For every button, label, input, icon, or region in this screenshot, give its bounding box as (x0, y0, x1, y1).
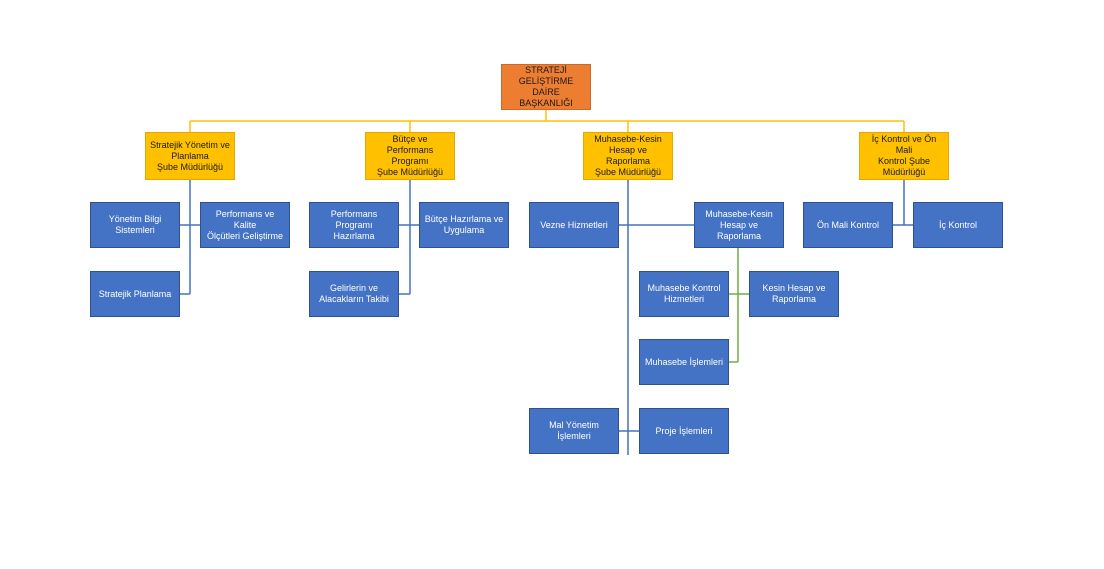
unit-line1: Vezne Hizmetleri (540, 219, 608, 230)
unit-performans-kalite: Performans ve Kalite Ölçütleri Geliştirm… (200, 202, 290, 248)
unit-line1: Bütçe Hazırlama ve (424, 214, 504, 224)
branch-line3: Şube Müdürlüğü (376, 167, 444, 177)
branch-line3: Müdürlüğü (882, 167, 926, 177)
unit-performans-programi: Performans Programı Hazırlama (309, 202, 399, 248)
unit-connectors (180, 180, 913, 455)
unit-line1: Proje İşlemleri (655, 425, 713, 436)
unit-line1: Muhasebe Kontrol (647, 283, 721, 293)
unit-line1: Gelirlerin ve (329, 283, 378, 293)
unit-line2: Alacakların Takibi (319, 294, 389, 304)
subunit-connectors (729, 248, 749, 363)
unit-line2: Hazırlama (333, 230, 375, 241)
unit-line1: Muhasebe İşlemleri (644, 356, 724, 367)
branch-line1: Muhasebe-Kesin (594, 134, 662, 144)
unit-line2: Sistemleri (115, 225, 155, 235)
unit-line1: Ön Mali Kontrol (816, 219, 880, 230)
unit-line2: Hesap ve Raporlama (716, 219, 762, 241)
unit-muhasebe-islemleri: Muhasebe İşlemleri (639, 339, 729, 385)
unit-muhasebe-kesin-hesap: Muhasebe-Kesin Hesap ve Raporlama (694, 202, 784, 248)
unit-vezne-hizmetleri: Vezne Hizmetleri (529, 202, 619, 248)
root-line1: STRATEJİ GELİŞTİRME (518, 65, 574, 86)
branch-line1: İç Kontrol ve Ön Mali (871, 134, 937, 155)
branch-line1: Bütçe ve Performans (386, 134, 434, 155)
root-node: STRATEJİ GELİŞTİRME DAİRE BAŞKANLIĞI (501, 64, 591, 110)
branch-line2: Hesap ve Raporlama (605, 145, 651, 166)
unit-line2: Ölçütleri Geliştirme (206, 230, 283, 241)
unit-line1: İç Kontrol (938, 219, 978, 230)
root-line2: DAİRE BAŞKANLIĞI (519, 87, 573, 108)
unit-line1: Performans ve Kalite (215, 208, 275, 230)
unit-mal-yonetim-islemleri: Mal Yönetim İşlemleri (529, 408, 619, 454)
unit-line1: Performans Programı (330, 208, 378, 230)
branch-line2: Planlama (171, 150, 209, 161)
unit-line2: Raporlama (771, 294, 817, 304)
branch-muhasebe-kesin: Muhasebe-Kesin Hesap ve Raporlama Şube M… (583, 132, 673, 180)
branch-line2: Programı (391, 156, 429, 166)
unit-butce-hazirlama: Bütçe Hazırlama ve Uygulama (419, 202, 509, 248)
branch-ic-kontrol: İç Kontrol ve Ön Mali Kontrol Şube Müdür… (859, 132, 949, 180)
unit-stratejik-planlama: Stratejik Planlama (90, 271, 180, 317)
branch-butce-performans: Bütçe ve Performans Programı Şube Müdürl… (365, 132, 455, 180)
unit-kesin-hesap-raporlama: Kesin Hesap ve Raporlama (749, 271, 839, 317)
unit-line1: Stratejik Planlama (98, 288, 172, 299)
branch-stratejik-yonetim: Stratejik Yönetim ve Planlama Şube Müdür… (145, 132, 235, 180)
root-connectors (189, 110, 905, 132)
unit-line1: Mal Yönetim İşlemleri (549, 420, 599, 441)
unit-yonetim-bilgi-sistemleri: Yönetim Bilgi Sistemleri (90, 202, 180, 248)
unit-muhasebe-kontrol: Muhasebe Kontrol Hizmetleri (639, 271, 729, 317)
unit-ic-kontrol: İç Kontrol (913, 202, 1003, 248)
unit-proje-islemleri: Proje İşlemleri (639, 408, 729, 454)
branch-line3: Şube Müdürlüğü (594, 167, 662, 177)
unit-line2: Uygulama (443, 225, 485, 235)
branch-line2: Kontrol Şube (877, 156, 931, 166)
unit-line1: Yönetim Bilgi (108, 214, 162, 224)
unit-line2: Hizmetleri (663, 294, 704, 304)
branch-line1: Stratejik Yönetim ve (150, 139, 230, 150)
unit-on-mali-kontrol: Ön Mali Kontrol (803, 202, 893, 248)
unit-gelirler-alacaklar: Gelirlerin ve Alacakların Takibi (309, 271, 399, 317)
unit-line1: Muhasebe-Kesin (705, 208, 773, 219)
branch-line3: Şube Müdürlüğü (156, 161, 224, 172)
unit-line1: Kesin Hesap ve (762, 283, 826, 293)
